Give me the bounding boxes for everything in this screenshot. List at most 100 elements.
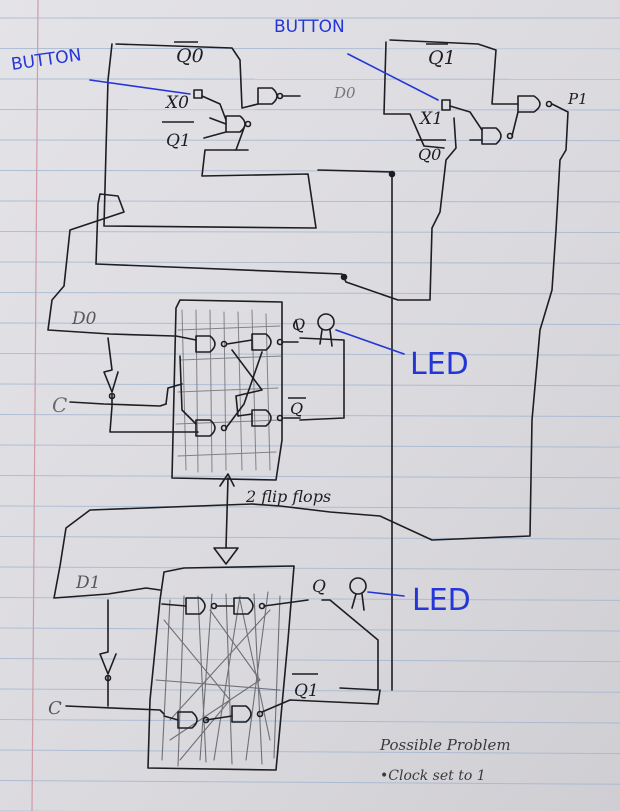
ruled-line xyxy=(0,627,620,632)
junction-dot xyxy=(388,170,396,178)
arrow-up-ff xyxy=(219,473,235,487)
wire-between-ff xyxy=(225,477,229,549)
flip-flop-0-box xyxy=(171,299,283,481)
button-square-left xyxy=(193,89,203,99)
pointer-button-right xyxy=(347,53,439,101)
ruled-line xyxy=(0,658,620,663)
and-gate-top-right-1 xyxy=(517,95,541,113)
nand-gate-ff0-1 xyxy=(195,335,216,353)
blue-ink-labels: BUTTON BUTTON LED LED xyxy=(10,17,471,618)
label-c-ff0: C xyxy=(52,393,67,417)
label-d0-top: D0 xyxy=(333,84,356,102)
ruled-line xyxy=(0,780,620,785)
wire-top-right-1 xyxy=(389,39,519,105)
label-q-ff0: Q xyxy=(292,315,305,334)
wire-right-outer xyxy=(251,103,569,541)
ruled-line xyxy=(0,200,620,203)
flip-flop-1-box xyxy=(147,565,295,771)
nand-gate-ff1-4 xyxy=(231,705,252,723)
label-p1: P1 xyxy=(567,90,588,108)
ruled-line xyxy=(0,292,620,295)
button-square-right xyxy=(441,99,451,111)
wire-ff1-internal xyxy=(161,599,381,721)
pointer-led-top xyxy=(335,329,405,355)
pencil-labels: Q0 Q1 X0 Q1 X1 Q0 D0 P1 D0 Q Q C 2 flip … xyxy=(48,41,588,784)
ruled-line xyxy=(0,322,620,325)
ruled-line xyxy=(0,475,620,479)
nand-gate-ff1-3 xyxy=(177,711,198,729)
wire-clock-ff0 xyxy=(69,401,167,407)
inverter-bubble xyxy=(104,674,112,682)
label-q0-bar-top: Q0 xyxy=(176,45,204,67)
label-q1-bar-top: Q1 xyxy=(428,47,456,69)
label-led-top: LED xyxy=(410,347,469,382)
ruled-line xyxy=(0,383,620,387)
margin-line xyxy=(31,0,39,811)
ruled-line xyxy=(0,719,620,724)
nand-gate-ff0-3 xyxy=(195,419,216,437)
junction-dot xyxy=(340,273,348,281)
ruled-line xyxy=(0,597,620,601)
note-clock-set: •Clock set to 1 xyxy=(380,768,486,784)
inverter-bubble xyxy=(108,392,116,400)
wire-ff0-internal xyxy=(165,335,301,429)
ruled-line xyxy=(0,444,620,448)
wire-top-left-block xyxy=(103,43,317,229)
and-gate-top-left-1 xyxy=(257,87,278,105)
ruled-line xyxy=(0,231,620,234)
wire-clock-ff1 xyxy=(65,705,165,715)
ruled-line xyxy=(0,261,620,264)
wire-led-ff1 xyxy=(321,593,379,691)
nand-gate-ff0-4 xyxy=(251,409,272,427)
ruled-line xyxy=(0,505,620,509)
nand-gate-ff0-2 xyxy=(251,333,272,351)
label-q1-bar-left: Q1 xyxy=(166,131,191,151)
inverter-bubble xyxy=(256,710,264,718)
nand-gate-ff1-2 xyxy=(233,597,254,615)
label-d0-ff: D0 xyxy=(71,309,97,329)
ruled-line xyxy=(0,566,620,571)
wire-left-loop xyxy=(47,193,175,337)
ruled-line xyxy=(0,688,620,693)
label-x1: X1 xyxy=(418,109,443,129)
flip-flop-1-shading xyxy=(155,591,281,767)
wire-lower-left-loop xyxy=(53,503,253,599)
ruled-line xyxy=(0,414,620,417)
ruled-line xyxy=(0,353,620,356)
ruled-line xyxy=(0,139,620,142)
label-q-bar-ff1: Q1 xyxy=(294,681,319,701)
note-possible-problem: Possible Problem xyxy=(379,736,511,754)
led-circle-ff0 xyxy=(317,313,335,331)
pointer-led-bottom xyxy=(367,591,405,597)
label-q-ff1: Q xyxy=(312,577,326,597)
label-c-ff1: C xyxy=(48,698,62,719)
label-flip-flops: 2 flip flops xyxy=(245,487,331,506)
label-q0-bar-right: Q0 xyxy=(418,145,441,164)
blue-ink-pointers xyxy=(89,53,439,597)
wire-top-left-small xyxy=(203,131,249,151)
arrow-down-ff xyxy=(213,547,239,565)
label-q-bar-ff0: Q xyxy=(290,399,303,418)
inverter-ff0-clock xyxy=(103,337,199,433)
label-x0: X0 xyxy=(164,93,189,113)
ruled-line xyxy=(0,749,620,755)
ruled-line xyxy=(0,170,620,172)
label-button-right: BUTTON xyxy=(274,17,345,37)
inverter-bubble xyxy=(244,120,252,128)
led-circle-ff1 xyxy=(349,577,367,595)
flip-flop-0-shading xyxy=(175,309,283,473)
wire-top-left-gates xyxy=(201,95,301,125)
ruled-line xyxy=(0,536,620,540)
nand-gate-ff1-1 xyxy=(185,597,206,615)
wire-led-ff0 xyxy=(295,319,345,421)
wire-top-right-2 xyxy=(383,41,445,149)
circuit-drawing xyxy=(47,39,569,771)
label-d1-ff: D1 xyxy=(75,573,100,593)
and-gate-top-right-2 xyxy=(481,127,502,145)
inverter-bubble xyxy=(276,414,284,422)
and-gate-top-left-2 xyxy=(225,115,246,133)
label-led-bottom: LED xyxy=(412,583,471,618)
ruled-lines xyxy=(0,17,620,811)
